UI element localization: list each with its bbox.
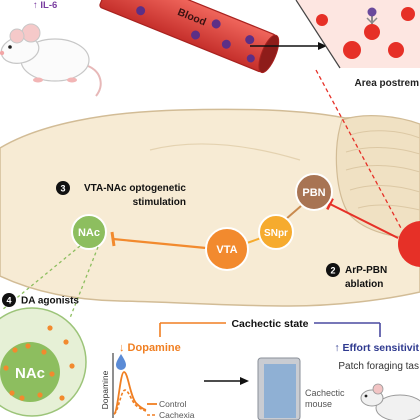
step-2-label-line2: ablation <box>345 279 383 290</box>
step-4-number: 4 <box>6 296 11 306</box>
cell <box>401 7 415 21</box>
dopamine-dots <box>3 325 75 401</box>
step-3-label-line1: VTA-NAc optogenetic <box>84 183 186 194</box>
cell <box>364 24 380 40</box>
nac-inset: NAc <box>0 307 87 417</box>
blood-vessel-icon: Blood <box>99 0 280 74</box>
step-4-label: DA agonists <box>21 296 79 307</box>
cell <box>388 42 404 58</box>
vta-snpr-connection <box>246 237 262 244</box>
il6-label: ↑ IL-6 <box>33 0 57 11</box>
area-postrema-node <box>398 221 420 267</box>
nac-node: NAc <box>71 214 107 250</box>
legend-cachexia-label: Cachexia <box>159 410 195 420</box>
step-2-number: 2 <box>330 266 335 276</box>
cell <box>316 14 328 26</box>
cachectic-mouse-label-line1: Cachectic <box>305 388 345 398</box>
task-label: Patch foraging tas <box>338 361 419 372</box>
step-4-badge: 4 <box>2 293 16 307</box>
snpr-label: SNpr <box>264 228 288 239</box>
cell <box>343 41 361 59</box>
control-trace <box>113 371 147 415</box>
legend-control-label: Control <box>159 399 187 409</box>
mouse-icon <box>0 23 102 97</box>
arrow-right-icon <box>250 42 327 50</box>
area-postrema-projection <box>315 69 403 231</box>
pbn-label: PBN <box>302 187 325 199</box>
cachectic-state-label: Cachectic state <box>231 318 308 330</box>
cachectic-mouse-label-line2: mouse <box>305 399 332 409</box>
step-2-badge: 2 <box>326 263 340 277</box>
nac-inset-label: NAc <box>15 365 45 382</box>
vta-nac-projection <box>112 237 207 250</box>
effort-sensitivity-label: ↑ Effort sensitivit <box>334 342 419 354</box>
step-2-label-line1: ArP-PBN <box>345 265 387 276</box>
receptor-icon <box>366 7 378 24</box>
cortex-fold-line <box>149 143 301 161</box>
nac-label: NAc <box>78 227 100 239</box>
cachectic-mouse-icon <box>360 383 420 420</box>
snpr-pbn-connection <box>285 205 302 220</box>
arrow-right-icon <box>204 377 249 385</box>
dopamine-change-label: ↓ Dopamine <box>119 342 181 354</box>
brain-section <box>0 108 420 307</box>
area-postrema-inset <box>295 0 420 69</box>
cachexia-trace <box>113 389 147 415</box>
dopamine-plot: Dopamine Control Cachexia <box>100 353 195 420</box>
snpr-node: SNpr <box>258 214 294 250</box>
area-postrema-label: Area postrem <box>355 78 420 89</box>
step-3-number: 3 <box>60 184 65 194</box>
step-3-badge: 3 <box>56 181 70 195</box>
cerebellum-folds <box>345 130 420 211</box>
vta-label: VTA <box>216 244 237 256</box>
plot-y-label: Dopamine <box>100 370 110 409</box>
cachectic-state-bracket <box>159 322 381 337</box>
arp-pbn-terminal <box>326 198 334 210</box>
vta-nac-terminal <box>110 231 116 247</box>
step-3-label-line2: stimulation <box>133 197 186 208</box>
arp-pbn-projection <box>329 203 399 239</box>
drop-icon <box>116 354 126 370</box>
zoom-line <box>69 246 99 319</box>
vta-node: VTA <box>205 227 249 271</box>
pbn-node: PBN <box>295 173 333 211</box>
monitor-icon <box>257 357 301 420</box>
